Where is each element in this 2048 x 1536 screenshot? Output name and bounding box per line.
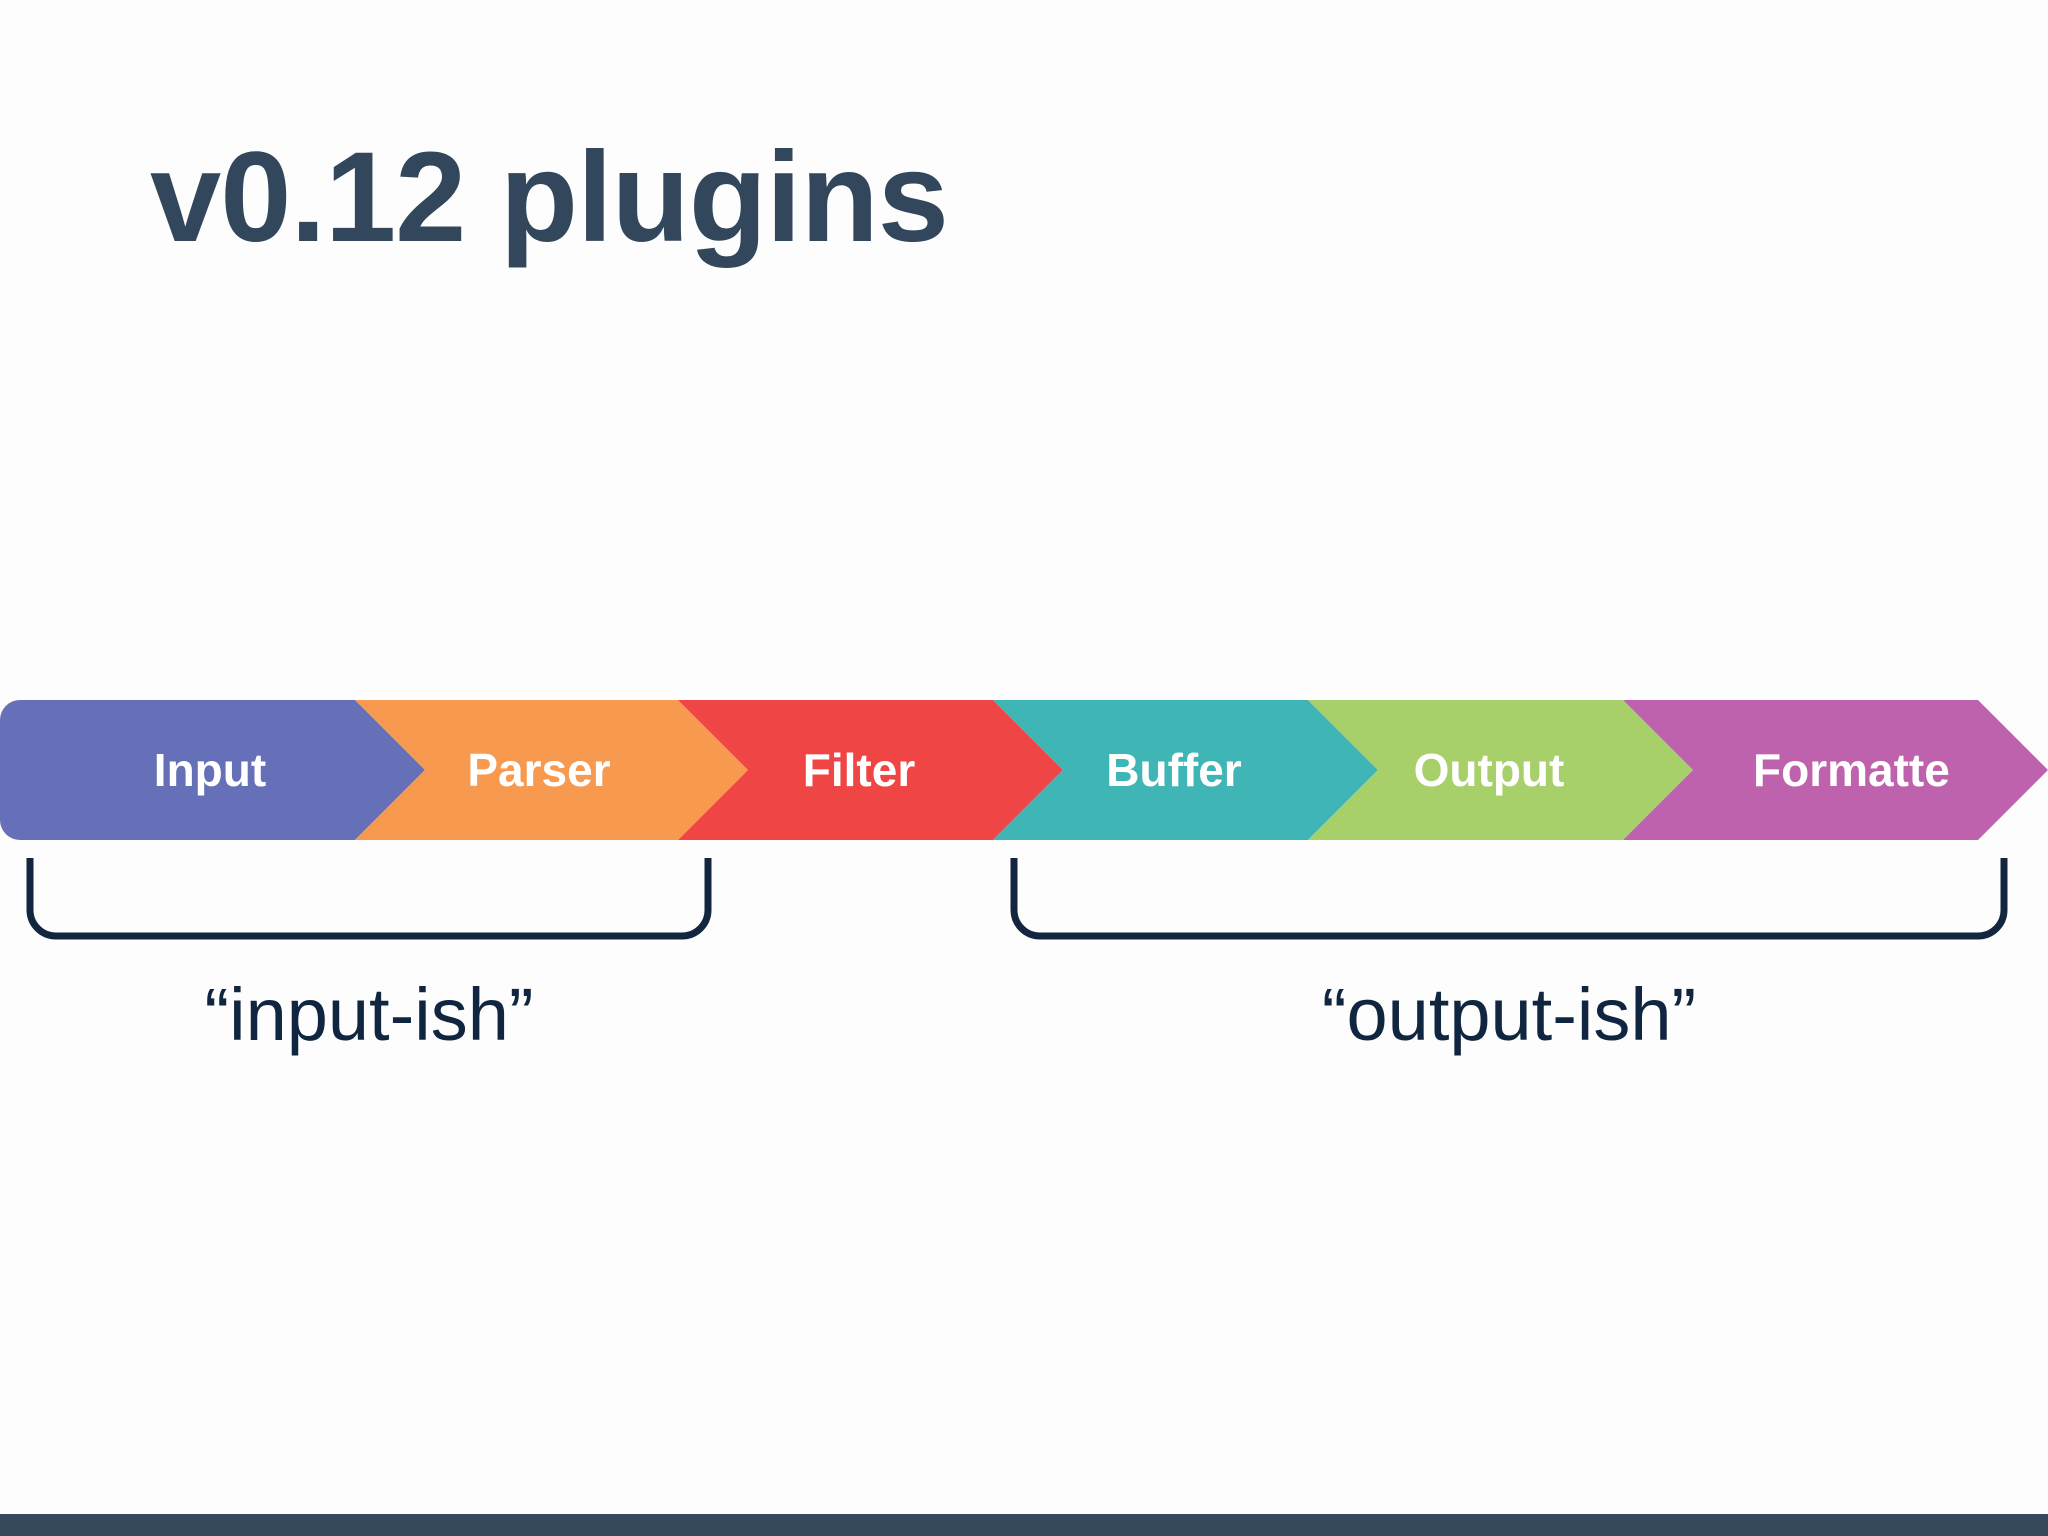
chevron-label-filter: Filter	[802, 744, 916, 796]
chevron-shape-1[interactable]	[355, 700, 748, 840]
output-ish-bracket	[1008, 858, 2010, 942]
chevron-label-input: Input	[153, 744, 267, 796]
chevron-label-formatter: Formatte	[1753, 744, 1950, 796]
input-ish-label: “input-ish”	[204, 973, 534, 1056]
bracket-path-output	[1010, 858, 2008, 940]
output-ish-label: “output-ish”	[1321, 973, 1697, 1056]
chevron-label-buffer: Buffer	[1106, 744, 1242, 796]
chevron-shape-5[interactable]	[1623, 700, 2048, 840]
page-title: v0.12 plugins	[150, 126, 949, 269]
footer-accent-bar	[0, 1514, 2048, 1536]
chevron-shape-0[interactable]	[0, 700, 425, 840]
chevron-label-output: Output	[1413, 744, 1565, 796]
chevron-shape-3[interactable]	[993, 700, 1378, 840]
bracket-path-input	[26, 858, 712, 940]
chevron-shape-4[interactable]	[1308, 700, 1693, 840]
chevron-shape-2[interactable]	[678, 700, 1063, 840]
pipeline-chevrons	[0, 700, 2048, 840]
plugin-pipeline: Input Parser Filter Buffer Output Format…	[0, 700, 2048, 840]
chevron-label-parser: Parser	[467, 744, 611, 796]
input-ish-bracket	[24, 858, 714, 942]
